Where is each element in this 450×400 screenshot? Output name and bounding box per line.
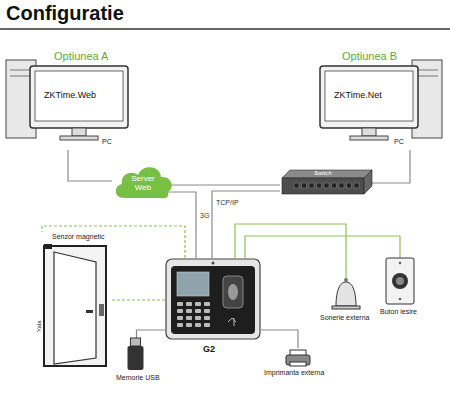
- connector-line: [137, 330, 166, 338]
- connector: [261, 330, 298, 348]
- computer-a: Optiunea A ZKTime.WebPC: [4, 48, 132, 150]
- exit-button: Buton iesire: [378, 258, 422, 324]
- node-label: Optiunea B: [342, 50, 397, 63]
- connector: [110, 300, 165, 301]
- g2-terminal: G2: [165, 258, 261, 340]
- node-label: Memorie USB: [116, 374, 160, 382]
- connector: [170, 185, 280, 186]
- node-label: Imprimanta externa: [264, 369, 324, 377]
- connector: [68, 150, 112, 181]
- connector: [245, 236, 400, 258]
- title: Configuratie: [6, 2, 124, 25]
- node-label: G2: [203, 344, 215, 354]
- door: Senzor magneticYala: [38, 232, 112, 368]
- connector-line: [372, 150, 410, 183]
- connector: [168, 192, 196, 258]
- node-label: PC: [394, 138, 404, 146]
- node-label: Yala: [36, 320, 43, 332]
- network-switch: Switch: [280, 170, 372, 196]
- external-bell: Sonerie externa: [318, 276, 374, 326]
- computer-b: Optiunea B ZKTime.NetPC: [318, 48, 446, 150]
- node-label: PC: [102, 138, 112, 146]
- connector-line: [170, 184, 280, 185]
- connector-line: [261, 330, 298, 348]
- usb-stick: Memorie USB: [112, 338, 161, 388]
- rule-line: [0, 28, 450, 30]
- connector-line: [68, 150, 112, 181]
- node-label: ZKTime.Net: [334, 90, 382, 100]
- connector-line: [110, 299, 165, 300]
- connector-label: 3G: [199, 212, 210, 220]
- node-label: Buton iesire: [380, 308, 417, 316]
- door-icon: [38, 232, 112, 368]
- node-label: ZKTime.Web: [44, 90, 96, 100]
- node-label: Optiunea A: [54, 50, 108, 63]
- g2-terminal-icon: [165, 258, 261, 340]
- external-printer-icon: [262, 348, 334, 382]
- connector-label: TCP/IP: [215, 199, 240, 207]
- connector-line: [168, 192, 196, 258]
- connector-line: [245, 236, 400, 258]
- node-label: Sonerie externa: [320, 314, 369, 322]
- node-label: Switch: [314, 170, 332, 177]
- node-label: Server Web: [125, 174, 161, 192]
- cloud: Server Web: [112, 162, 174, 200]
- external-printer: Imprimanta externa: [262, 348, 334, 382]
- connector: [137, 330, 166, 338]
- node-label: Senzor magnetic: [52, 233, 105, 241]
- connector: [372, 150, 410, 183]
